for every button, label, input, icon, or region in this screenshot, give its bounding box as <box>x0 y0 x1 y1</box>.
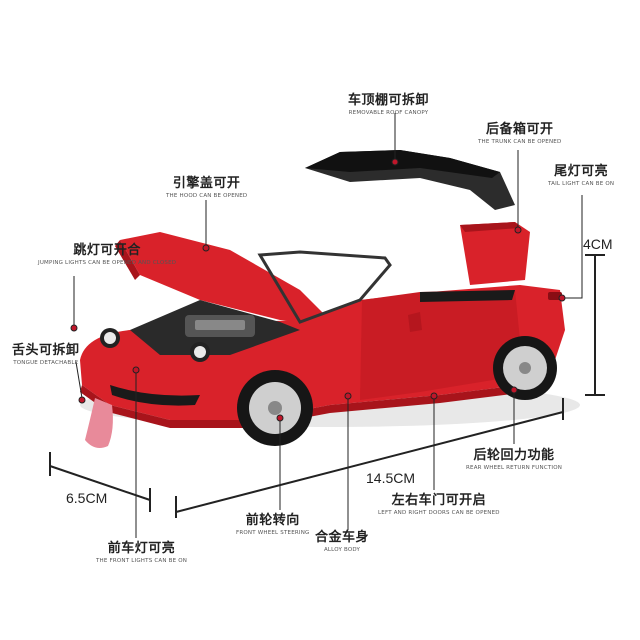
label-en: REAR WHEEL RETURN FUNCTION <box>466 465 563 471</box>
label-cn: 后轮回力功能 <box>473 448 555 463</box>
label-cn: 后备箱可开 <box>485 122 554 137</box>
car-body <box>80 222 565 448</box>
dimension-lines <box>49 254 605 518</box>
label-tongue: 舌头可拆卸 TONGUE DETACHABLE <box>12 343 80 367</box>
label-doors: 左右车门可开启 LEFT AND RIGHT DOORS CAN BE OPEN… <box>378 493 500 517</box>
label-en: THE FRONT LIGHTS CAN BE ON <box>96 558 188 564</box>
roof-canopy <box>305 150 515 210</box>
label-steering: 前轮转向 FRONT WHEEL STEERING <box>236 513 310 537</box>
label-roof: 车顶棚可拆卸 REMOVABLE ROOF CANOPY <box>348 93 429 117</box>
label-cn: 舌头可拆卸 <box>12 343 80 358</box>
rear-wheel <box>493 336 557 400</box>
label-en: REMOVABLE ROOF CANOPY <box>348 110 429 116</box>
label-jumplight: 跳灯可开合 JUMPING LIGHTS CAN BE OPENED AND C… <box>38 243 176 267</box>
label-en: THE HOOD CAN BE OPENED <box>166 193 248 199</box>
label-cn: 车顶棚可拆卸 <box>348 93 430 108</box>
label-cn: 前车灯可亮 <box>107 541 176 556</box>
dimension-length: 14.5CM <box>366 470 416 486</box>
label-en: ALLOY BODY <box>323 547 361 553</box>
label-trunk: 后备箱可开 THE TRUNK CAN BE OPENED <box>478 122 561 146</box>
label-en: TAIL LIGHT CAN BE ON <box>548 181 615 187</box>
label-taillight: 尾灯可亮 TAIL LIGHT CAN BE ON <box>548 164 614 188</box>
front-wheel <box>237 370 313 446</box>
label-en: TONGUE DETACHABLE <box>13 360 79 366</box>
label-frontlight: 前车灯可亮 THE FRONT LIGHTS CAN BE ON <box>96 541 187 565</box>
label-pullback: 后轮回力功能 REAR WHEEL RETURN FUNCTION <box>466 448 562 472</box>
label-en: THE TRUNK CAN BE OPENED <box>478 139 562 145</box>
label-cn: 引擎盖可开 <box>172 176 241 191</box>
label-cn: 前轮转向 <box>245 513 300 528</box>
label-hood: 引擎盖可开 THE HOOD CAN BE OPENED <box>166 176 247 200</box>
dimension-height: 4CM <box>583 236 613 252</box>
label-alloy: 合金车身 ALLOY BODY <box>315 530 369 554</box>
label-cn: 尾灯可亮 <box>554 164 609 179</box>
label-cn: 合金车身 <box>315 530 370 545</box>
dimension-width: 6.5CM <box>66 490 108 506</box>
label-en: JUMPING LIGHTS CAN BE OPENED AND CLOSED <box>38 260 177 266</box>
label-cn: 左右车门可开启 <box>391 493 487 508</box>
label-cn: 跳灯可开合 <box>73 243 141 258</box>
label-en: LEFT AND RIGHT DOORS CAN BE OPENED <box>378 510 500 516</box>
label-en: FRONT WHEEL STEERING <box>236 530 310 536</box>
leader-lines <box>70 113 583 538</box>
